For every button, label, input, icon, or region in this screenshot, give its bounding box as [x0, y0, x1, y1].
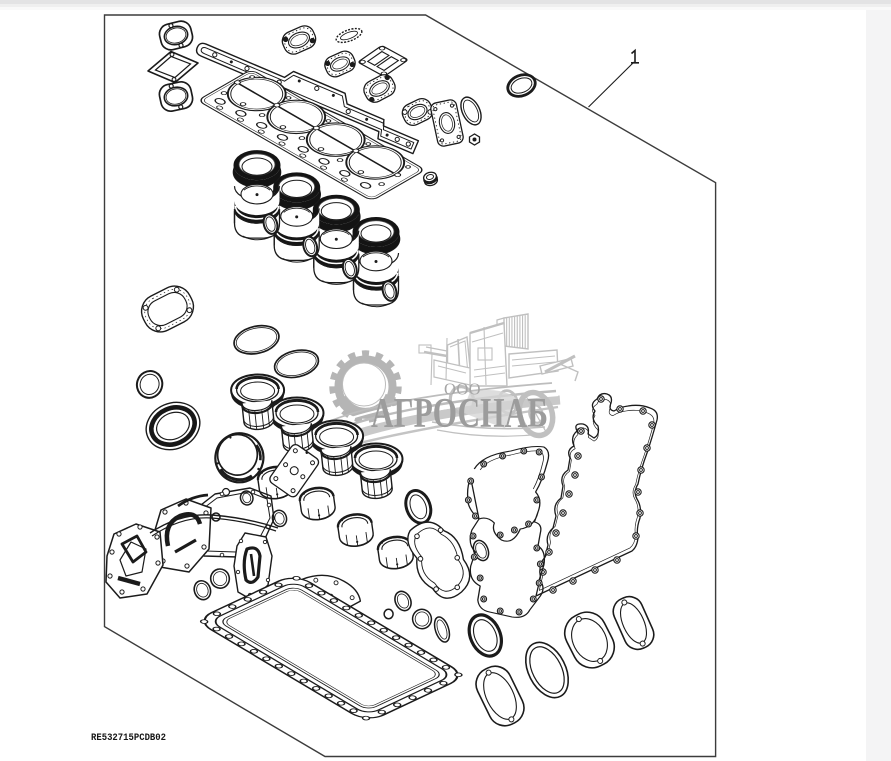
- svg-text:OOO: OOO: [444, 380, 481, 399]
- svg-text:RE532715PCDB02: RE532715PCDB02: [91, 732, 166, 744]
- svg-text:АГРОСНАБ: АГРОСНАБ: [371, 390, 548, 437]
